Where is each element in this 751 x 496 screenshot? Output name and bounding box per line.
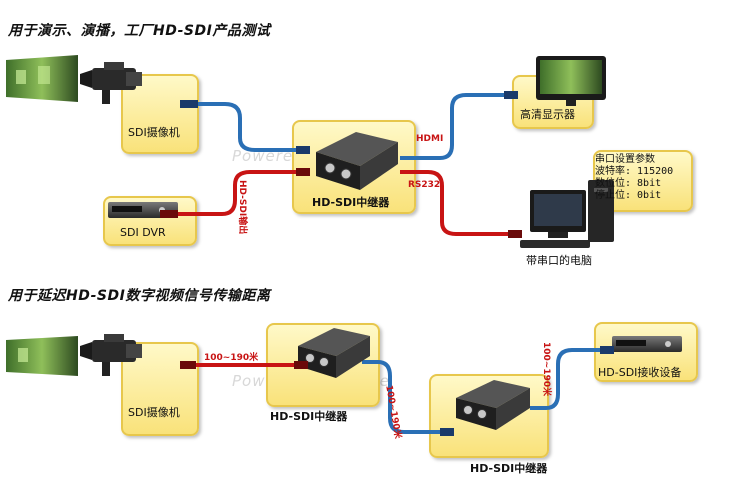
bnc-connector bbox=[180, 100, 198, 108]
serial-connector bbox=[508, 230, 522, 238]
serial-param-line: 停止位: 0bit bbox=[595, 190, 662, 201]
red-rs232-cable bbox=[400, 170, 512, 236]
bnc-connector bbox=[294, 361, 308, 369]
receiver-dvr-icon bbox=[612, 336, 682, 352]
hdmi-connector bbox=[504, 91, 518, 99]
repeater2-label: HD-SDI中继器 bbox=[470, 462, 548, 475]
pc-label: 带串口的电脑 bbox=[526, 254, 592, 267]
repeater-device-icon bbox=[456, 380, 530, 430]
rs232-label: RS232 bbox=[408, 180, 441, 190]
top-section-heading: 用于演示、演播，工厂HD-SDI产品测试 bbox=[8, 23, 271, 39]
bnc-connector bbox=[600, 346, 614, 354]
distance-label-3: 100~190米 bbox=[541, 342, 551, 397]
hdmi-label: HDMI bbox=[416, 134, 444, 144]
sdi-output-label: HD-SDI输出 bbox=[237, 180, 247, 235]
bnc-connector bbox=[180, 361, 196, 369]
serial-params: 串口设置参数 波特率: 115200 数位位: 8bit 停止位: 0bit bbox=[595, 154, 673, 202]
computer-icon bbox=[520, 180, 614, 248]
bnc-connector bbox=[296, 146, 310, 154]
camera-scene-image bbox=[6, 336, 78, 376]
bottom-section-heading: 用于延迟HD-SDI数字视频信号传输距离 bbox=[8, 288, 271, 304]
bnc-connector bbox=[160, 210, 178, 218]
camera-label: SDI摄像机 bbox=[128, 126, 180, 139]
dvr-label: SDI DVR bbox=[120, 226, 166, 239]
camera-icon bbox=[80, 62, 142, 104]
repeater1-label: HD-SDI中继器 bbox=[270, 410, 348, 423]
repeater-label: HD-SDI中继器 bbox=[312, 196, 390, 209]
serial-param-line: 串口设置参数 bbox=[595, 154, 655, 165]
serial-param-line: 数位位: 8bit bbox=[595, 178, 662, 189]
monitor-icon bbox=[536, 56, 606, 106]
blue-cable-camera-to-repeater bbox=[198, 102, 300, 152]
monitor-label: 高清显示器 bbox=[520, 108, 575, 121]
camera-icon bbox=[80, 334, 142, 376]
distance-label-1: 100~190米 bbox=[204, 353, 259, 363]
bnc-connector bbox=[440, 428, 454, 436]
red-cable-dvr-to-repeater bbox=[178, 170, 300, 216]
bnc-connector bbox=[296, 168, 310, 176]
blue-cable-repeater1-to-repeater2 bbox=[362, 360, 452, 434]
camera-label-bottom: SDI摄像机 bbox=[128, 406, 180, 419]
receiver-label: HD-SDI接收设备 bbox=[598, 366, 682, 379]
blue-cable-repeater2-to-receiver bbox=[530, 348, 610, 410]
blue-hdmi-cable bbox=[400, 93, 508, 160]
repeater-device-icon bbox=[316, 132, 398, 190]
repeater-device-icon bbox=[298, 328, 370, 378]
serial-param-line: 波特率: 115200 bbox=[595, 166, 674, 177]
camera-scene-image bbox=[6, 55, 78, 102]
